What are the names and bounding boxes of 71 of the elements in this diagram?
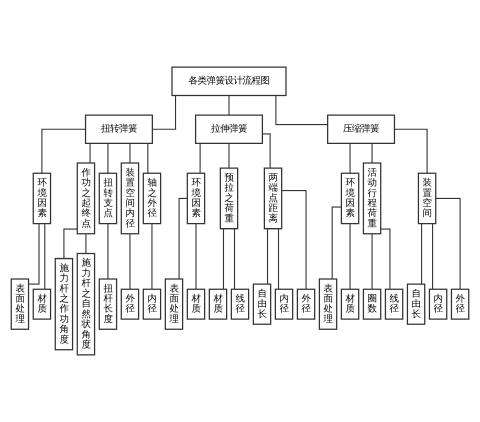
node-box: 环境因素 [340,172,360,224]
connector [262,133,271,168]
connector [90,144,91,163]
node-box: 外径 [450,288,470,320]
node-box: 内径 [274,288,294,320]
node-box: 表面处理 [318,278,338,330]
connector [200,144,201,174]
node-box: 材质 [32,288,52,320]
connector [275,95,328,126]
connector [432,224,434,290]
connector [421,224,422,284]
node-box: 内径 [428,288,448,320]
node-box: 两端点距离 [264,168,282,230]
connector [372,234,373,289]
node-box: 扭转支点 [98,172,118,224]
node-box: 表面处理 [10,278,30,330]
connector [147,144,148,174]
node-box: 扭转弹簧 [84,114,153,144]
node-box: 环境因素 [186,172,206,224]
node-box: 自由长 [252,283,272,325]
node-box: 线径 [230,288,250,320]
node-box: 压缩弹簧 [327,114,396,144]
node-box: 施力杆之自然状角度 [76,252,96,356]
node-box: 预拉之荷重 [220,168,238,230]
connector [332,206,342,279]
node-box: 施力杆之作功角度 [54,258,74,350]
connector [282,190,307,290]
connector [63,228,78,259]
connector [222,228,224,290]
connector [129,234,130,289]
connector [107,144,108,174]
connector [85,234,86,254]
connector [28,224,40,285]
node-box: 拉伸弹簧 [194,114,264,144]
connector [228,144,230,168]
node-box: 扭杆长度 [98,278,118,330]
connector [152,96,176,130]
connector [107,224,108,279]
node-box: 各类弹簧设计流程图 [171,66,287,96]
node-box: 外径 [296,288,316,320]
connector [266,228,268,284]
node-box: 材质 [340,288,360,320]
node-box: 材质 [186,288,206,320]
connector [195,224,197,290]
connector [228,96,230,115]
connector [44,224,46,290]
node-box: 圈数 [362,288,382,320]
connector [41,128,86,174]
connector [350,224,351,290]
connector [178,198,188,279]
connector [436,198,461,289]
node-box: 活动行程荷重 [362,162,382,234]
node-box: 轴之外径 [142,172,162,224]
node-box: 自由长 [406,283,426,325]
connector [278,228,280,290]
node-box: 作功之起终点 [76,162,96,234]
connector [129,144,130,163]
node-box: 外径 [120,288,140,320]
node-box: 装置空间 [418,172,436,224]
node-box: 环境因素 [32,172,52,224]
connector [151,224,152,290]
node-box: 材质 [208,288,228,320]
node-box: 装置空间内径 [120,162,140,234]
node-box: 表面处理 [164,278,184,330]
connector [380,228,390,289]
connector [350,144,351,174]
connector [394,128,428,174]
connector [372,144,373,163]
node-box: 内径 [142,288,162,320]
node-box: 线径 [384,288,404,320]
connector [234,228,236,290]
